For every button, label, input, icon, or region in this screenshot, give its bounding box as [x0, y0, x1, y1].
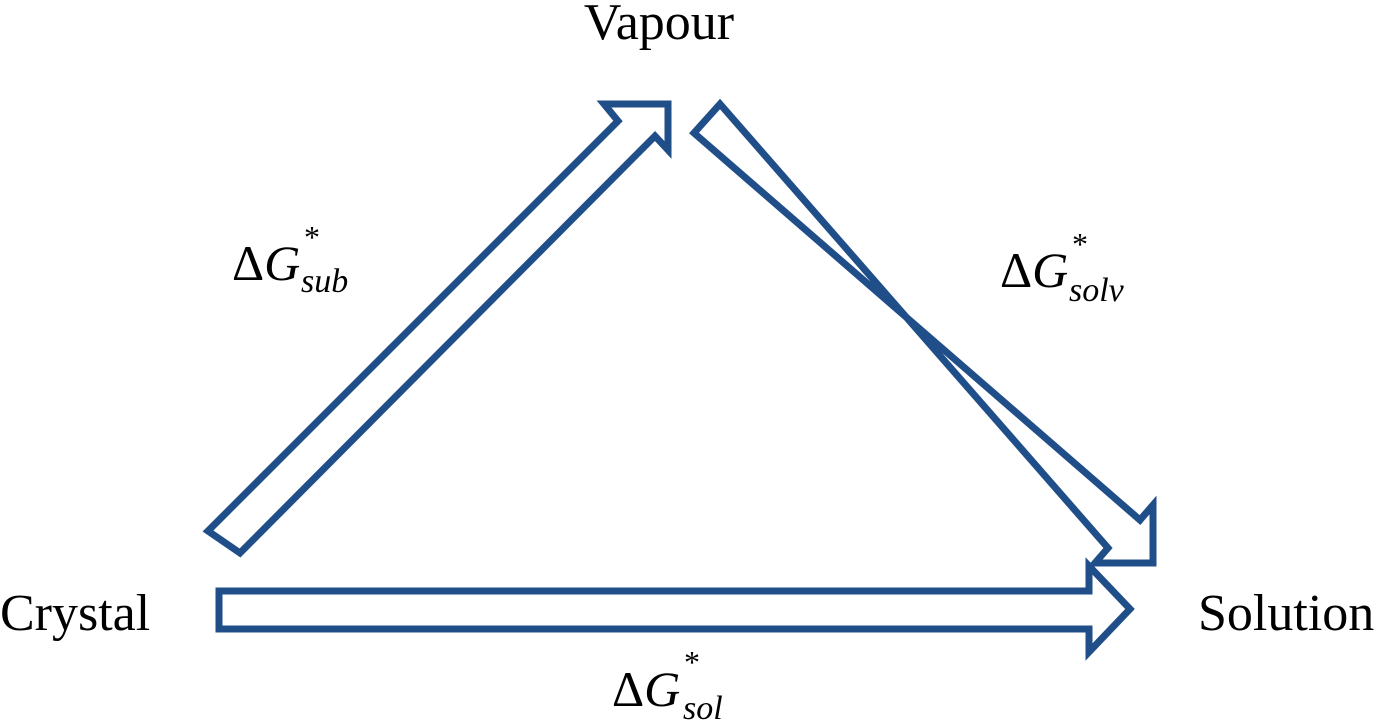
svg-text:ΔG: ΔG — [1000, 242, 1068, 298]
arrow-crystal-to-solution — [215, 557, 1135, 661]
gibbs-variable: G — [644, 661, 680, 717]
svg-text:ΔG: ΔG — [232, 235, 300, 291]
delta-symbol: Δ — [1000, 242, 1032, 298]
node-label-vapour: Vapour — [584, 0, 734, 51]
subscript-solv: solv — [1069, 272, 1125, 309]
delta-symbol: Δ — [232, 235, 264, 291]
superscript-star: * — [304, 219, 320, 255]
subscript-sol: sol — [683, 690, 723, 724]
node-label-solution: Solution — [1198, 585, 1374, 642]
superscript-star: * — [684, 644, 700, 680]
delta-symbol: Δ — [612, 661, 644, 717]
gibbs-variable: G — [1032, 242, 1068, 298]
edge-label-sublimation: ΔG * sub — [232, 219, 348, 300]
edge-label-solution: ΔG * sol — [612, 644, 723, 724]
node-label-crystal: Crystal — [0, 585, 150, 642]
arrow-vapour-to-solution — [689, 98, 1157, 567]
arrow-crystal-to-vapour — [202, 100, 672, 558]
superscript-star: * — [1072, 226, 1088, 262]
gibbs-variable: G — [264, 235, 300, 291]
svg-text:ΔG: ΔG — [612, 661, 680, 717]
edge-label-solvation: ΔG * solv — [1000, 226, 1125, 309]
subscript-sub: sub — [301, 263, 348, 300]
